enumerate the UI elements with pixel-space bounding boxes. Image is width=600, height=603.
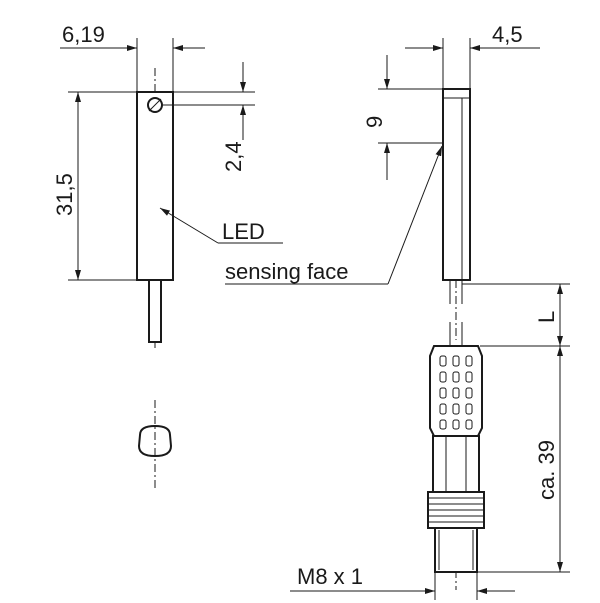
connector-strain-relief <box>429 345 483 437</box>
dim-width-side: 4,5 <box>492 22 523 47</box>
led-screw-slot <box>148 98 162 112</box>
strain-relief-slots <box>439 355 473 430</box>
front-cable <box>148 279 162 343</box>
led-leader-line <box>159 207 219 244</box>
front-sensor-body <box>136 91 174 281</box>
dim-led-offset: 2,4 <box>221 141 246 172</box>
front-view: 6,19 31,5 2,4 LED <box>52 22 283 488</box>
dim-thread: M8 x 1 <box>297 564 363 589</box>
label-led: LED <box>222 219 265 244</box>
connector-body <box>432 435 480 493</box>
dim-height-body: 31,5 <box>52 173 77 216</box>
sensing-leader-line <box>387 145 443 285</box>
dim-width-front: 6,19 <box>62 22 105 47</box>
cable-cross-section <box>137 424 173 458</box>
side-sensor-body <box>442 88 471 281</box>
label-sensing-face: sensing face <box>225 259 349 284</box>
dim-sensing-offset: 9 <box>362 116 387 128</box>
side-view: 4,5 9 sensing face L <box>225 22 570 600</box>
connector-thread <box>434 527 478 573</box>
dim-connector-length: ca. 39 <box>534 440 559 500</box>
dim-cable-length: L <box>534 311 559 323</box>
knurl-lines <box>428 497 484 523</box>
